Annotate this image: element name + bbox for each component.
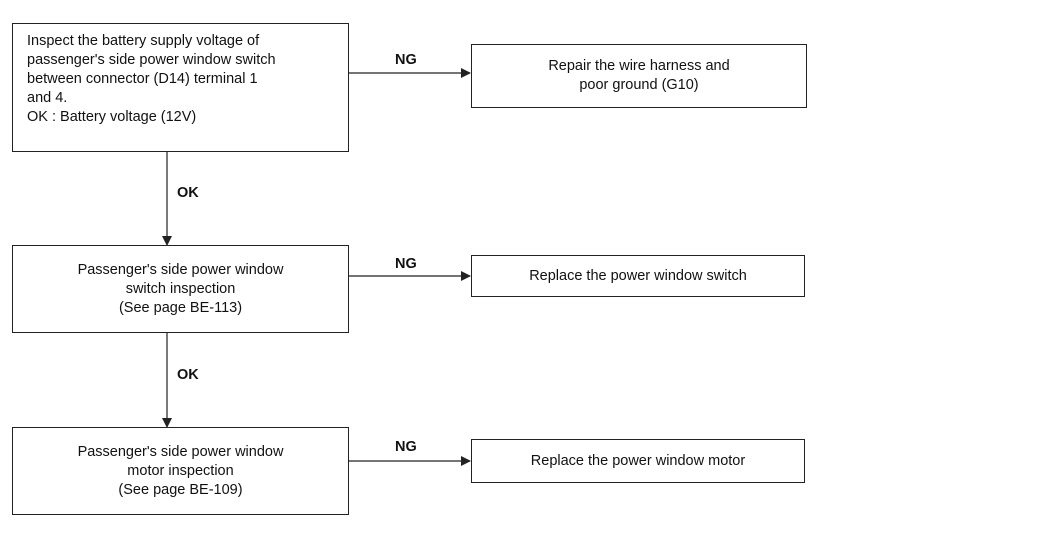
action-2-line: Replace the power window switch	[529, 267, 747, 284]
step-1-box: Inspect the battery supply voltage of pa…	[12, 23, 349, 152]
step-1-line: OK : Battery voltage (12V)	[27, 109, 197, 125]
action-1-line: Repair the wire harness and	[548, 58, 730, 74]
step-3-line: (See page BE-109)	[118, 481, 243, 498]
step-1-line: Inspect the battery supply voltage of	[27, 33, 260, 49]
ng-label-2: NG	[395, 256, 417, 272]
ok-label-1: OK	[177, 185, 199, 201]
step-1-line: passenger's side power window switch	[27, 52, 276, 68]
step-2-box: Passenger's side power window switch ins…	[12, 245, 349, 333]
ng-label-1: NG	[395, 52, 417, 68]
action-3-line: Replace the power window motor	[530, 452, 746, 469]
action-1-box: Repair the wire harness and poor ground …	[471, 44, 807, 108]
ng-label-3: NG	[395, 439, 417, 455]
step-1-line: and 4.	[27, 90, 68, 106]
step-3-box: Passenger's side power window motor insp…	[12, 427, 349, 515]
action-3-box: Replace the power window motor	[471, 439, 805, 483]
action-2-box: Replace the power window switch	[471, 255, 805, 297]
step-3-line: motor inspection	[127, 462, 234, 479]
step-2-line: switch inspection	[125, 280, 236, 297]
step-2-line: Passenger's side power window	[77, 261, 284, 278]
ok-label-2: OK	[177, 367, 199, 383]
action-1-line: poor ground (G10)	[579, 77, 699, 93]
step-3-line: Passenger's side power window	[77, 443, 284, 460]
step-2-line: (See page BE-113)	[118, 299, 243, 316]
step-1-line: between connector (D14) terminal 1	[27, 71, 258, 87]
